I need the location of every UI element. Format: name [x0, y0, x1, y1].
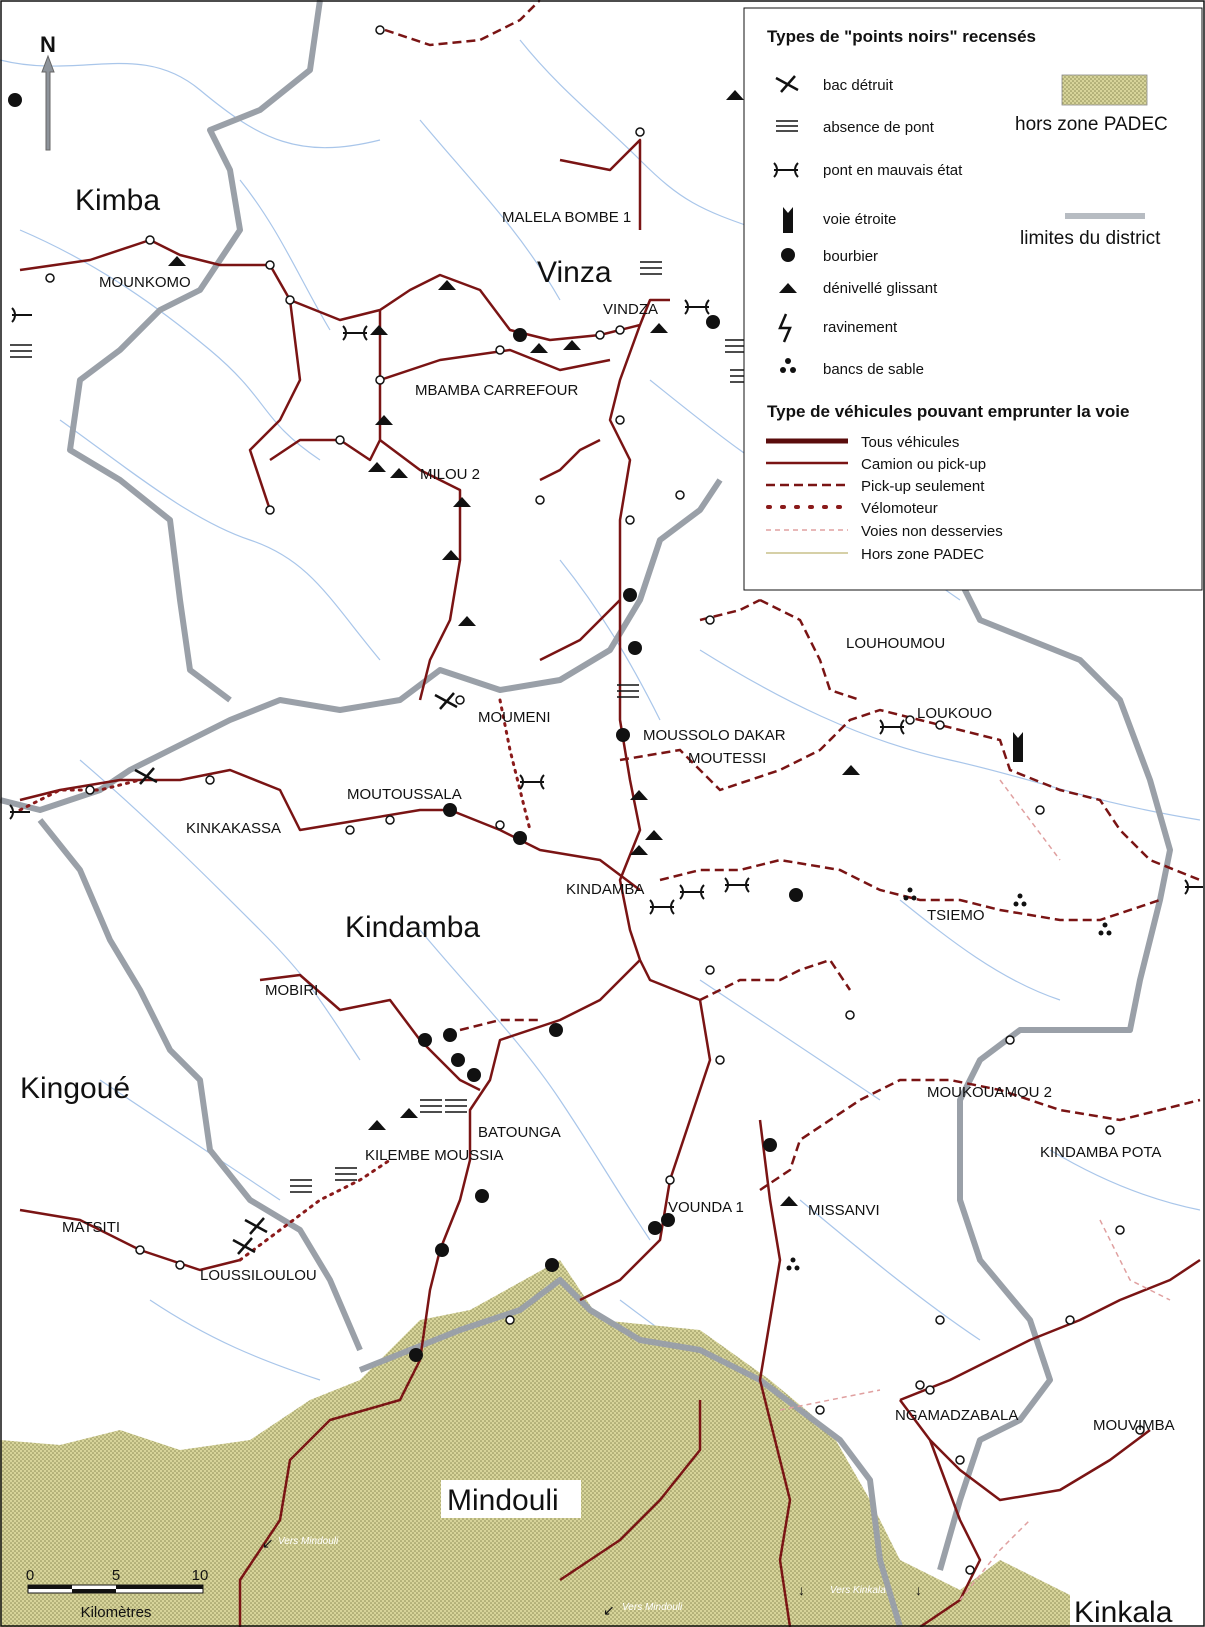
legend-vehicle-2: Camion ou pick-up	[861, 456, 986, 473]
place-kindamba: KINDAMBA	[566, 881, 644, 898]
arrow-down-icon-2: ↓	[915, 1582, 922, 1598]
bad-bridge-markers	[9, 299, 1203, 915]
place-moussolo-dakar: MOUSSOLO DAKAR	[643, 727, 786, 744]
slippery-slope-markers	[168, 90, 860, 1206]
arrow-vers-mindouli-1: Vers Mindouli	[278, 1536, 339, 1547]
region-mindouli: Mindouli	[447, 1484, 559, 1517]
place-ngamadzabala: NGAMADZABALA	[895, 1407, 1018, 1424]
legend-point-2: absence de pont	[823, 119, 935, 136]
place-kilembe-moussia: KILEMBE MOUSSIA	[365, 1147, 503, 1164]
legend-title-points: Types de "points noirs" recensés	[767, 27, 1036, 46]
place-louhoumou: LOUHOUMOU	[846, 635, 945, 652]
scale-unit: Kilomètres	[81, 1604, 152, 1621]
region-kinkala: Kinkala	[1074, 1596, 1173, 1627]
no-bridge-icon	[776, 120, 798, 132]
scale-tick-5: 5	[112, 1567, 120, 1584]
place-matsiti: MATSITI	[62, 1219, 120, 1236]
region-kimba: Kimba	[75, 184, 160, 217]
direction-arrows: ↙ Vers Mindouli ↙ Vers Mindouli ↓ Vers K…	[262, 1535, 922, 1618]
district-limits	[0, 0, 1173, 1627]
legend-point-4: voie étroite	[823, 211, 896, 228]
place-malela-bombe-1: MALELA BOMBE 1	[502, 209, 631, 226]
place-batounga: BATOUNGA	[478, 1124, 561, 1141]
outside-zone-swatch	[1061, 74, 1148, 106]
roads-pickup	[384, 0, 1201, 1192]
river-network	[0, 39, 1201, 1381]
legend-vehicle-6: Hors zone PADEC	[861, 546, 984, 563]
place-vounda-1: VOUNDA 1	[668, 1199, 744, 1216]
no-bridge-markers	[10, 261, 752, 1193]
place-vindza: VINDZA	[603, 301, 658, 318]
roads-moped	[18, 698, 532, 1262]
place-loussiloulou: LOUSSILOULOU	[200, 1267, 317, 1284]
place-moutoussala: MOUTOUSSALA	[347, 786, 462, 803]
north-label: N	[40, 32, 56, 57]
legend-point-7: ravinement	[823, 319, 898, 336]
north-arrow: N	[40, 32, 56, 151]
legend-point-1: bac détruit	[823, 77, 894, 94]
place-mobiri: MOBIRI	[265, 982, 318, 999]
place-missanvi: MISSANVI	[808, 1202, 880, 1219]
scale-tick-0: 0	[26, 1567, 34, 1584]
sand-bank-icon	[780, 358, 796, 373]
scale-bar: 0 5 10 Kilomètres	[26, 1567, 209, 1621]
region-kingoue: Kingoué	[20, 1072, 130, 1105]
region-kindamba: Kindamba	[345, 911, 480, 944]
arrow-down-left-icon: ↙	[262, 1535, 274, 1551]
legend-title-vehicles: Type de véhicules pouvant emprunter la v…	[767, 402, 1129, 421]
place-moutessi: MOUTESSI	[688, 750, 766, 767]
place-moumeni: MOUMENI	[478, 709, 551, 726]
slippery-slope-icon	[779, 283, 797, 293]
place-kindamba-pota: KINDAMBA POTA	[1040, 1144, 1161, 1161]
mud-pit-markers	[8, 93, 803, 1362]
narrow-road-marker	[1013, 732, 1023, 762]
legend-vehicle-3: Pick-up seulement	[861, 478, 985, 495]
legend-point-8: bancs de sable	[823, 361, 924, 378]
place-moukouamou-2: MOUKOUAMOU 2	[927, 1084, 1052, 1101]
legend-panel: Types de "points noirs" recensés bac dét…	[743, 7, 1203, 591]
place-mbamba-carrefour: MBAMBA CARREFOUR	[415, 382, 579, 399]
place-tsiemo: TSIEMO	[927, 907, 985, 924]
place-mounkomo: MOUNKOMO	[99, 274, 191, 291]
arrow-down-left-icon-2: ↙	[603, 1602, 615, 1618]
legend-outside-zone: hors zone PADEC	[1015, 114, 1168, 135]
bad-bridge-icon	[773, 162, 799, 178]
legend-district-limits: limites du district	[1020, 228, 1161, 249]
place-labels: MOUNKOMO MALELA BOMBE 1 VINDZA MBAMBA CA…	[62, 209, 1175, 1434]
narrow-road-icon	[783, 207, 793, 233]
village-markers	[45, 25, 1145, 1575]
place-milou-2: MILOU 2	[420, 466, 480, 483]
scale-tick-10: 10	[192, 1567, 209, 1584]
sand-bank-markers	[786, 887, 1112, 1271]
place-kinkakassa: KINKAKASSA	[186, 820, 281, 837]
arrow-vers-mindouli-2: Vers Mindouli	[622, 1602, 683, 1613]
region-vinza: Vinza	[537, 256, 612, 289]
legend-vehicle-4: Vélomoteur	[861, 500, 938, 517]
legend-point-6: dénivellé glissant	[823, 280, 938, 297]
legend-point-5: bourbier	[823, 248, 878, 265]
arrow-vers-kinkala: Vers Kinkala	[830, 1585, 886, 1596]
mud-pit-icon	[781, 248, 795, 262]
legend-vehicle-1: Tous véhicules	[861, 434, 959, 451]
place-mouvimba: MOUVIMBA	[1093, 1417, 1175, 1434]
roads-not-served	[779, 779, 1171, 1601]
legend-vehicle-5: Voies non desservies	[861, 523, 1003, 540]
place-loukouo: LOUKOUO	[917, 705, 992, 722]
destroyed-ferry-icon	[775, 75, 799, 93]
outside-zone-area	[0, 1260, 1205, 1627]
legend-point-3: pont en mauvais état	[823, 162, 963, 179]
destroyed-ferry-markers	[134, 692, 458, 1255]
region-labels: Kimba Vinza Kindamba Kingoué Mindouli Ki…	[20, 184, 1205, 1627]
arrow-down-icon: ↓	[798, 1582, 805, 1598]
gully-icon	[778, 313, 792, 343]
